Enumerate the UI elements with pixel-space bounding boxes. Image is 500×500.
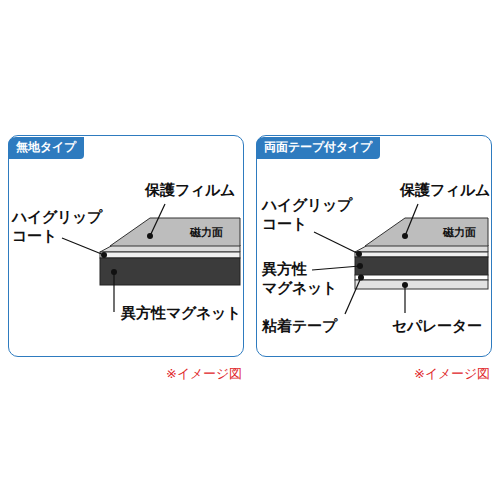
part-label: 粘着テープ [262, 317, 337, 336]
leader-line [405, 204, 418, 236]
leader-dot [357, 263, 363, 269]
leader-line [404, 285, 405, 313]
part-label: ハイグリップ コート [12, 208, 102, 246]
part-label: 磁力面 [443, 226, 476, 240]
sheet-tape [355, 218, 488, 289]
leader-dot [402, 233, 408, 239]
leader-line [314, 232, 359, 254]
part-label: 磁力面 [190, 226, 223, 240]
leader-line [113, 272, 114, 312]
magnet-layer [355, 257, 488, 275]
part-label: 保護フィルム [145, 181, 235, 200]
part-label: 異方性マグネット [121, 304, 241, 323]
image-note: ※イメージ図 [414, 366, 490, 382]
leader-dot [111, 269, 117, 275]
protective-film [365, 218, 488, 246]
part-label: 異方性 マグネット [262, 260, 337, 298]
leader-dot [101, 252, 107, 258]
leader-dot [358, 275, 364, 281]
part-label: 保護フィルム [400, 181, 490, 200]
panel-heading: 両面テープ付タイプ [256, 137, 380, 159]
leader-dot [356, 251, 362, 257]
panel-heading: 無地タイプ [8, 137, 84, 159]
leader-dots-left [101, 233, 153, 275]
protective-film [110, 218, 240, 246]
adhesive-layer [355, 275, 488, 280]
leader-dot [147, 233, 153, 239]
sheet-plain [100, 218, 240, 285]
image-note: ※イメージ図 [166, 366, 242, 382]
part-label: セパレーター [392, 317, 482, 336]
type-panel: 無地タイプ [8, 135, 244, 357]
leader-dots-right [356, 233, 408, 288]
leader-line [62, 238, 104, 255]
leader-lines-right [312, 204, 418, 314]
leader-dot [402, 282, 408, 288]
magnet-layer [100, 258, 240, 285]
leader-line [312, 266, 360, 270]
grip-coat-layer [100, 252, 240, 258]
separator-layer [355, 280, 488, 289]
leader-line [150, 204, 165, 236]
part-label: ハイグリップ コート [262, 196, 352, 234]
grip-coat-layer [355, 252, 488, 257]
leader-line [345, 278, 361, 315]
